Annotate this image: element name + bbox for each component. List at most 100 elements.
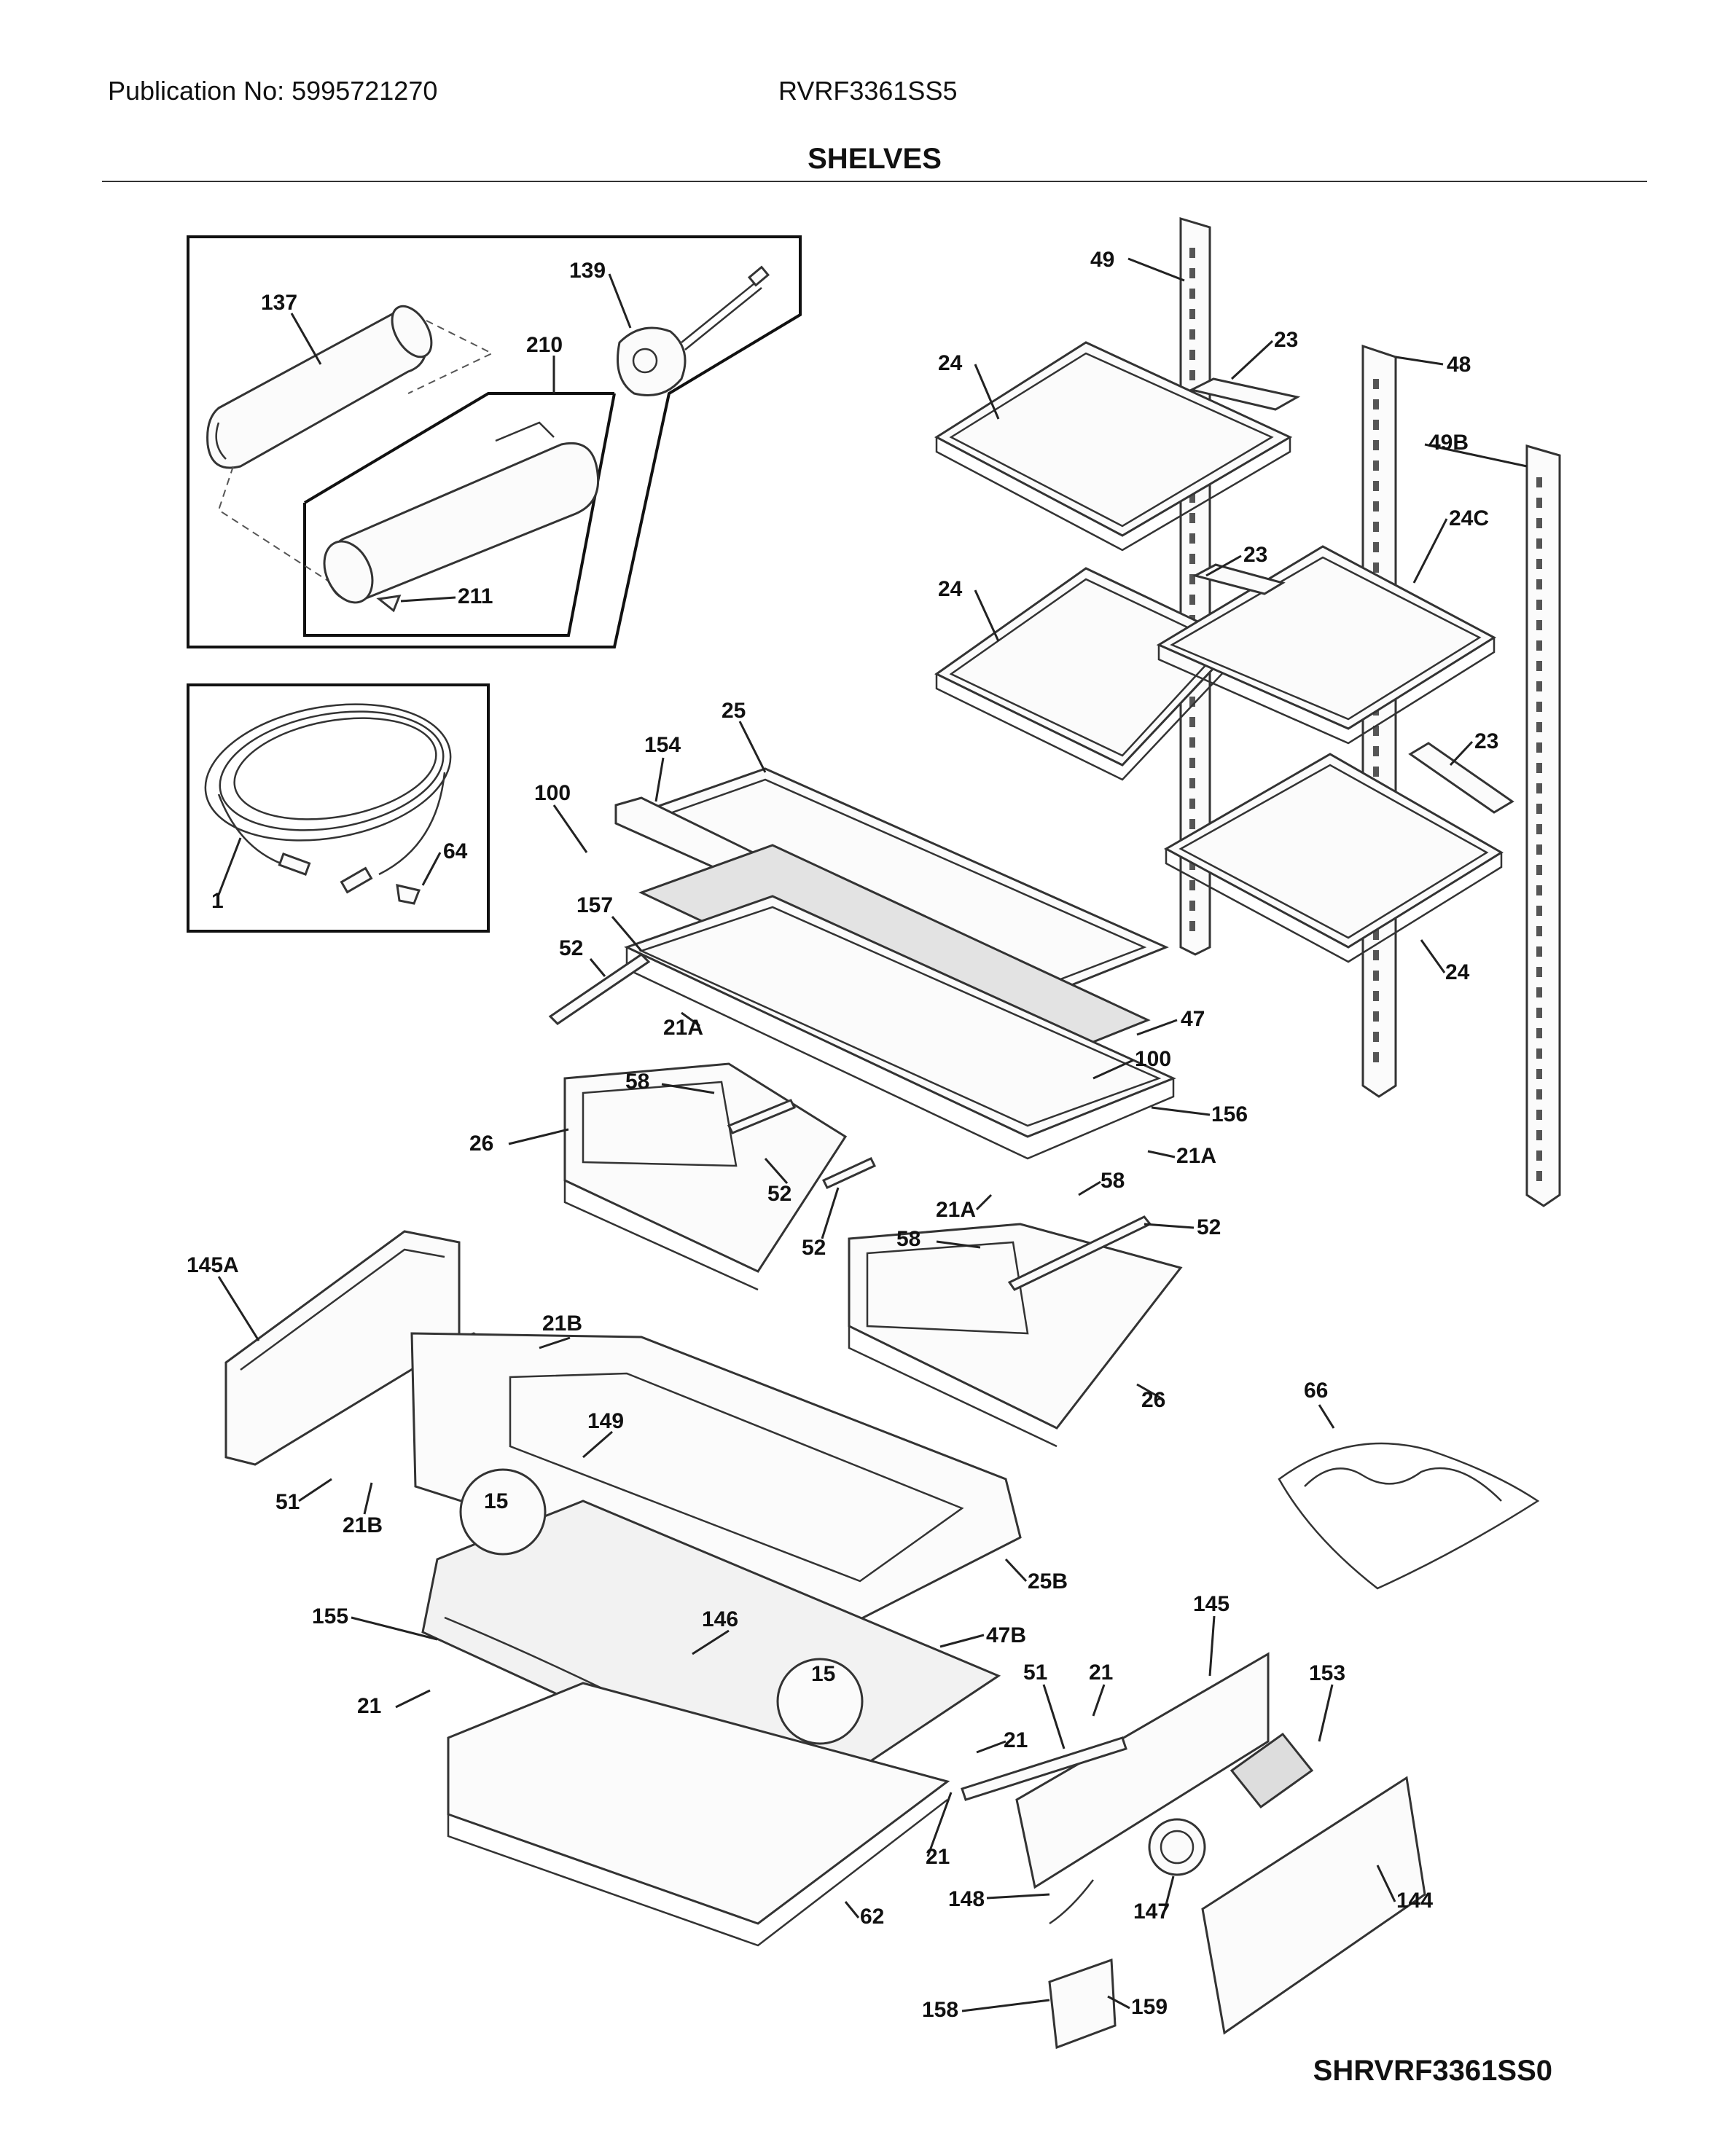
callout-148: 148 <box>948 1887 985 1911</box>
filter-housing <box>323 421 600 613</box>
callout-24: 24 <box>1445 960 1470 984</box>
callout-58: 58 <box>625 1070 649 1094</box>
header-rule <box>102 181 1647 182</box>
rail-slot <box>1536 1110 1542 1120</box>
leader-line <box>1078 1180 1101 1196</box>
rail-slot <box>1536 742 1542 753</box>
leader-line <box>844 1901 860 1918</box>
leader-line <box>986 1893 1050 1900</box>
callout-labels: 49 139 137 210 211 23 24 48 49B 23 24C 2… <box>187 248 1498 2022</box>
leader-line <box>975 1193 993 1211</box>
callout-23: 23 <box>1274 328 1298 352</box>
rail-slot <box>1536 600 1542 610</box>
leader-line <box>582 1430 613 1459</box>
callout-147: 147 <box>1133 1900 1170 1924</box>
rail-slot <box>1536 804 1542 814</box>
callout-145A: 145A <box>187 1253 239 1277</box>
leader-line <box>1107 1995 1130 2010</box>
callout-62: 62 <box>860 1905 884 1929</box>
callout-211: 211 <box>458 584 493 608</box>
callout-144: 144 <box>1396 1889 1433 1913</box>
rail-slot <box>1373 1052 1379 1062</box>
callout-158: 158 <box>922 1998 958 2022</box>
leader-line <box>936 1240 981 1249</box>
callout-157: 157 <box>576 893 613 917</box>
leader-line <box>1092 1059 1134 1080</box>
callout-47B: 47B <box>986 1623 1026 1647</box>
callout-49: 49 <box>1090 248 1114 272</box>
leader-line <box>608 273 632 329</box>
leader-line <box>1092 1684 1106 1717</box>
leader-line <box>298 1478 332 1502</box>
leader-line <box>764 1158 789 1184</box>
leader-line <box>681 1011 700 1027</box>
leader-line <box>1424 443 1528 468</box>
publication-number: Publication No: 5995721270 <box>108 76 438 106</box>
leader-line <box>974 589 1000 642</box>
leader-line <box>1395 356 1444 366</box>
leader-line <box>926 1792 953 1857</box>
rail-slot <box>1536 1048 1542 1059</box>
callout-66: 66 <box>1304 1379 1328 1403</box>
rail-slot <box>1373 440 1379 450</box>
callout-58: 58 <box>1101 1169 1125 1193</box>
leader-line <box>821 1187 840 1239</box>
callout-25: 25 <box>722 699 746 723</box>
rail-slot <box>1536 865 1542 875</box>
callout-52: 52 <box>1197 1215 1221 1239</box>
callout-153: 153 <box>1309 1661 1345 1685</box>
leader-line <box>1449 740 1474 767</box>
filter-head <box>617 265 770 396</box>
rail-slot <box>1536 518 1542 528</box>
diagram-id: SHRVRF3361SS0 <box>1313 2055 1552 2087</box>
leader-line <box>351 1616 438 1641</box>
rail-slot <box>1536 946 1542 957</box>
callout-21: 21 <box>1089 1661 1113 1685</box>
rail-slot <box>1373 522 1379 532</box>
leader-line <box>661 1083 715 1094</box>
leader-line <box>1042 1684 1066 1749</box>
leader-line <box>1127 257 1185 282</box>
callout-15: 15 <box>811 1662 835 1686</box>
rail-slot <box>1373 726 1379 736</box>
page-title: SHELVES <box>808 143 942 175</box>
rail-slot <box>1373 481 1379 491</box>
leader-line <box>961 1999 1050 2012</box>
rail-slot <box>1536 498 1542 508</box>
callout-21A: 21A <box>663 1016 703 1040</box>
callout-51: 51 <box>275 1490 300 1514</box>
callout-51: 51 <box>1023 1661 1047 1685</box>
callout-24: 24 <box>938 351 963 375</box>
leader-line <box>1376 1865 1396 1902</box>
leader-line <box>1318 1404 1335 1429</box>
rail-slot <box>1536 783 1542 793</box>
rail-slot <box>1373 1032 1379 1042</box>
rail-slot <box>1536 1089 1542 1099</box>
rail-slot <box>1373 950 1379 960</box>
callout-23: 23 <box>1474 729 1498 753</box>
rail-slot <box>1373 991 1379 1001</box>
callout-21A: 21A <box>1176 1144 1216 1168</box>
rail-slot <box>1536 824 1542 834</box>
rail-slot <box>1536 477 1542 487</box>
rail-slot <box>1189 248 1195 258</box>
leader-line <box>395 1689 431 1709</box>
rail-slot <box>1536 885 1542 895</box>
leader-line <box>692 1629 730 1655</box>
callout-145: 145 <box>1193 1592 1230 1616</box>
callout-24C: 24C <box>1449 506 1489 530</box>
rail-slot <box>1536 640 1542 651</box>
rail-slot <box>1189 921 1195 931</box>
callout-52: 52 <box>559 936 583 960</box>
callout-156: 156 <box>1211 1102 1248 1126</box>
rail-slot <box>1373 746 1379 756</box>
leader-line <box>654 757 665 802</box>
rail-slot <box>1189 880 1195 890</box>
rail-slot <box>1189 901 1195 911</box>
rail-slot <box>1373 971 1379 981</box>
rail-slot <box>1536 1028 1542 1038</box>
leader-line <box>738 721 767 773</box>
leader-line <box>539 1336 571 1349</box>
rail-slot <box>1189 268 1195 278</box>
leader-line <box>421 852 442 886</box>
